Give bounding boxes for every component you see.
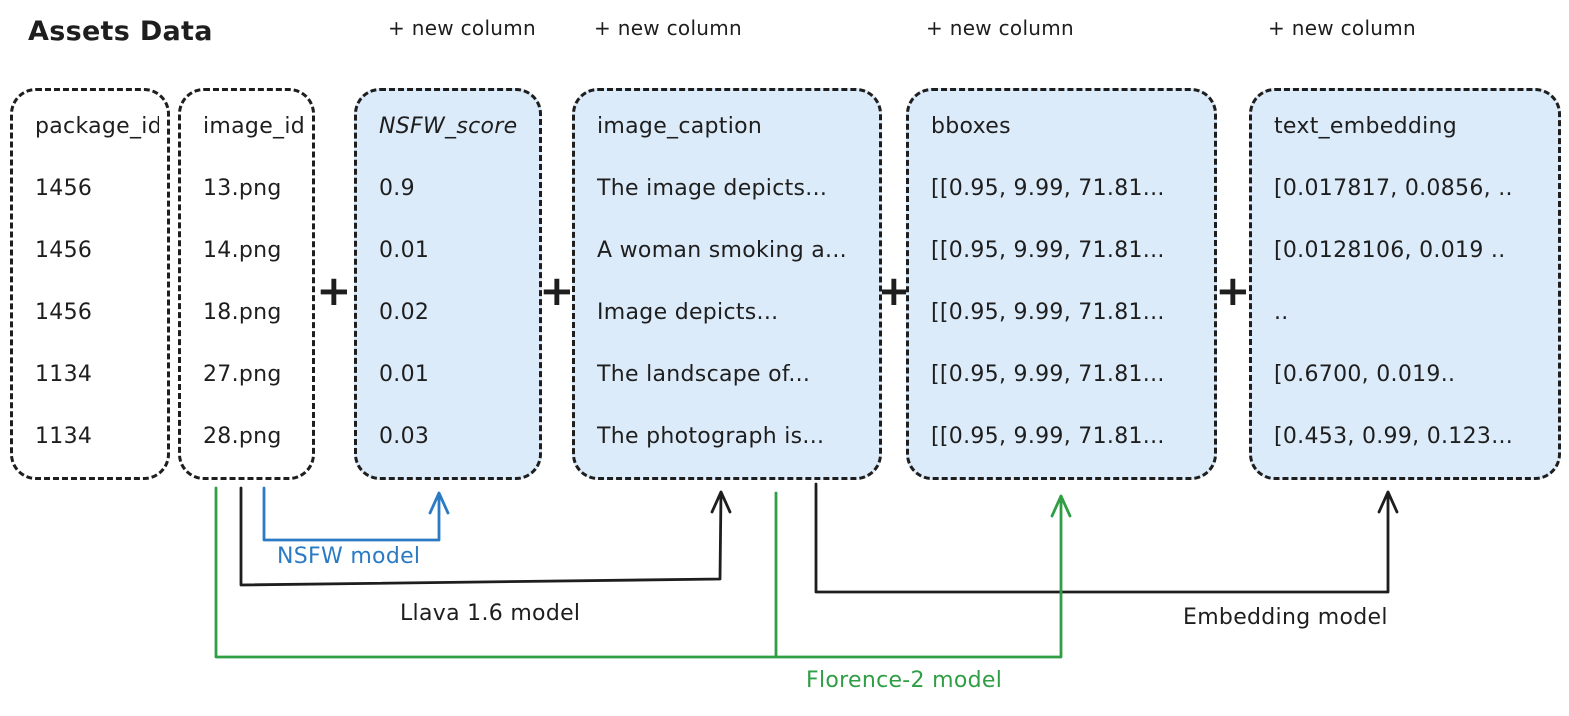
- table-cell: 1134: [35, 363, 93, 387]
- plus-operator: +: [1215, 266, 1251, 315]
- table-cell: A woman smoking a...: [597, 239, 847, 263]
- column-header-image-id: image_id: [203, 115, 304, 139]
- table-cell: The image depicts...: [597, 177, 828, 201]
- column-header-bboxes: bboxes: [931, 115, 1011, 139]
- table-cell: 0.9: [379, 177, 415, 201]
- plus-operator: +: [316, 266, 352, 315]
- table-cell: 0.01: [379, 239, 430, 263]
- llava-model-label: Llava 1.6 model: [400, 601, 581, 626]
- table-cell: 1456: [35, 301, 93, 325]
- table-cell: [0.0128106, 0.019 ..: [1274, 239, 1506, 263]
- new-column-label-caption: + new column: [594, 16, 743, 40]
- table-cell: 0.02: [379, 301, 430, 325]
- table-cell: 27.png: [203, 363, 282, 387]
- llava-model-arrow: [239, 486, 732, 587]
- column-image-caption: image_caption The image depicts... A wom…: [572, 88, 882, 480]
- table-cell: 0.03: [379, 425, 430, 449]
- embedding-model-arrow: [814, 482, 1399, 594]
- table-cell: [[0.95, 9.99, 71.81...: [931, 301, 1165, 325]
- table-cell: [[0.95, 9.99, 71.81...: [931, 425, 1165, 449]
- table-cell: 1456: [35, 239, 93, 263]
- column-header-package-id: package_id: [35, 115, 159, 139]
- new-column-label-nsfw: + new column: [388, 16, 537, 40]
- table-cell: [[0.95, 9.99, 71.81...: [931, 363, 1165, 387]
- diagram-title: Assets Data: [28, 16, 213, 47]
- plus-operator: +: [539, 266, 575, 315]
- embedding-model-label: Embedding model: [1183, 605, 1388, 630]
- table-cell: 1134: [35, 425, 93, 449]
- table-cell: 13.png: [203, 177, 282, 201]
- column-nsfw-score: NSFW_score 0.9 0.01 0.02 0.01 0.03: [354, 88, 542, 480]
- florence-model-arrow: [214, 486, 1072, 659]
- table-cell: The landscape of...: [597, 363, 811, 387]
- table-cell: 14.png: [203, 239, 282, 263]
- column-package-id: package_id 1456 1456 1456 1134 1134: [10, 88, 170, 480]
- column-header-text-embedding: text_embedding: [1274, 115, 1458, 139]
- table-cell: Image depicts...: [597, 301, 779, 325]
- nsfw-model-arrow: [262, 486, 450, 542]
- nsfw-model-label: NSFW model: [277, 544, 421, 569]
- table-cell: [[0.95, 9.99, 71.81...: [931, 177, 1165, 201]
- table-cell: The photograph is...: [597, 425, 825, 449]
- column-image-id: image_id 13.png 14.png 18.png 27.png 28.…: [178, 88, 315, 480]
- column-header-image-caption: image_caption: [597, 115, 763, 139]
- florence-model-label: Florence-2 model: [806, 668, 1003, 693]
- table-cell: 18.png: [203, 301, 282, 325]
- column-bboxes: bboxes [[0.95, 9.99, 71.81... [[0.95, 9.…: [906, 88, 1217, 480]
- column-header-nsfw-score: NSFW_score: [379, 115, 518, 139]
- table-cell: [0.017817, 0.0856, ..: [1274, 177, 1513, 201]
- table-cell: [0.453, 0.99, 0.123...: [1274, 425, 1514, 449]
- plus-operator: +: [876, 266, 912, 315]
- table-cell: [[0.95, 9.99, 71.81...: [931, 239, 1165, 263]
- table-cell: 0.01: [379, 363, 430, 387]
- table-cell: ..: [1274, 301, 1289, 325]
- table-cell: 1456: [35, 177, 93, 201]
- table-cell: 28.png: [203, 425, 282, 449]
- column-text-embedding: text_embedding [0.017817, 0.0856, .. [0.…: [1249, 88, 1561, 480]
- new-column-label-embedding: + new column: [1268, 16, 1417, 40]
- table-cell: [0.6700, 0.019..: [1274, 363, 1456, 387]
- new-column-label-bboxes: + new column: [926, 16, 1075, 40]
